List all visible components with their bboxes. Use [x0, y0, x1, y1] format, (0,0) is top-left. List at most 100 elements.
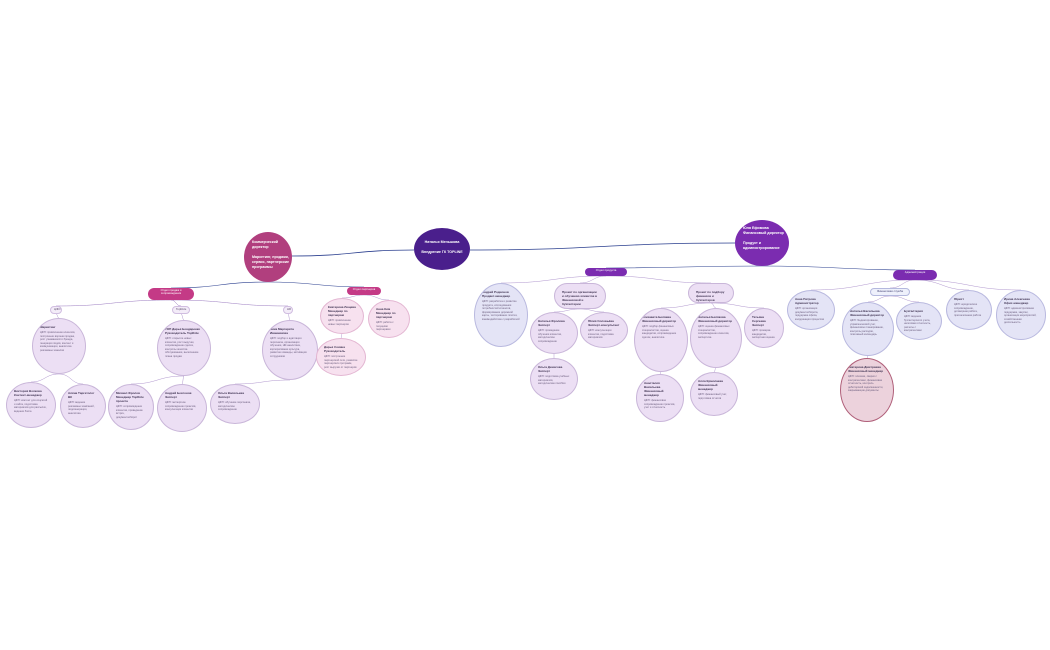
- connector-line: [55, 313, 60, 319]
- node-desc: ЦФП: финансовое сопровождение проектов, …: [644, 399, 676, 410]
- connector-line: [340, 333, 343, 339]
- node-title: Анастасия Васильева Финансовый менеджер: [644, 381, 664, 398]
- node-desc: ЦФП: платежи, сверки с контрагентами, фи…: [848, 375, 884, 393]
- connector-line: [30, 373, 60, 383]
- subgroup-finance[interactable]: Финансовая служба: [870, 288, 910, 296]
- node-title: Михаил Фролов Менеджер TopRole проекта: [116, 391, 144, 404]
- group-sales[interactable]: Отдел продаж и сопровождения: [148, 288, 194, 300]
- group-partners[interactable]: Отдел партнеров: [347, 287, 381, 295]
- node-desc: ЦФП: оценка финансовых специалистов, соп…: [698, 325, 730, 339]
- link-center-right: [469, 242, 736, 251]
- connector-line: [180, 313, 185, 321]
- connector-line: [130, 375, 185, 385]
- node-title: Юлия Соловьёва Эксперт-консультант: [588, 319, 620, 328]
- group-admin[interactable]: Администрация: [893, 270, 937, 280]
- group-sales-label: Отдел продаж и сопровождения: [160, 288, 182, 296]
- link-center-left: [291, 249, 415, 257]
- connector-line: [761, 265, 916, 271]
- subgroup-topline-label: TopRole: [176, 307, 187, 311]
- node-desc: ЦФП: проведение обучения клиентов, метод…: [538, 329, 562, 343]
- connector-line: [58, 373, 84, 385]
- node-title: Бухгалтерия: [904, 309, 923, 313]
- node-title: Наталья Белякова Финансовый директор: [698, 315, 733, 324]
- node-title: Алла Ермолаева Финансовый менеджер: [698, 379, 723, 392]
- node-title: Ольга Денисова Эксперт: [538, 365, 563, 374]
- node-desc: ЦФП: финансовый учет, подготовка отчетов: [698, 393, 727, 400]
- node-title: Екатерина Дмитриева Финансовый менеджер: [848, 365, 884, 374]
- node-desc: ЦФП: разработка и развитие продукта, исс…: [482, 300, 520, 321]
- connector-line: [713, 367, 717, 373]
- node-title: Ника Маргарита Иванникова: [270, 327, 294, 336]
- node-desc: ЦФП: организация документооборота, подде…: [795, 307, 824, 321]
- node-title: Елизавета Беляева Финансовый директор: [642, 315, 677, 324]
- node-title: Дарья Сокина Руководитель: [324, 345, 346, 354]
- subgroup-b2b[interactable]: ЦФО: [50, 306, 62, 314]
- left-main-topic[interactable]: Коммерческий директор Маркетинг, продажи…: [244, 232, 292, 282]
- node-title: Проект по организации и обучению клиенто…: [562, 290, 598, 307]
- connector-line: [659, 371, 662, 375]
- node-desc: ЦФП: ведение бухгалтерского учета, налог…: [904, 315, 932, 333]
- node-desc: ЦФП: бюджетирование, управленческий учет…: [850, 319, 884, 337]
- node-desc: ЦФП: работа с текущими партнерами: [376, 321, 394, 332]
- node-finance-project[interactable]: Проект по подбору финансов и бухгалтеров: [688, 283, 734, 303]
- subgroup-hr[interactable]: HR: [283, 306, 293, 314]
- node-desc: ЦФП: экспертное сопровождение проектов, …: [165, 401, 197, 412]
- group-product[interactable]: Отдел продукта: [585, 268, 627, 276]
- node-title: Андрей Родионов Продакт-менеджер: [482, 290, 511, 299]
- connector-line: [363, 294, 390, 301]
- right-main-topic[interactable]: Юля Ефимова Финансовый директор Продукт …: [735, 220, 789, 266]
- node-title: ТОП Дарья Бондаренко Руководитель TopRol…: [165, 327, 201, 336]
- connector-line: [287, 313, 291, 321]
- node-title: Юрист: [954, 297, 964, 301]
- node-title: Алёна Таргетолог ВК: [68, 391, 95, 400]
- connector-line: [810, 279, 916, 291]
- subgroup-b2b-label: ЦФО: [54, 307, 61, 311]
- center-topic[interactable]: Наталья Меньшова Внедрение ГК TOPLINE: [414, 228, 470, 270]
- connector-line: [710, 302, 765, 309]
- node-title: Андрей Бессонов Эксперт: [165, 391, 192, 400]
- right-main-subtitle: Продукт и администрирование: [743, 241, 780, 251]
- node-title: Наталья Васильева Финансовый директор: [850, 309, 885, 318]
- node-desc: ЦФП: подготовка учебных материалов, мето…: [538, 375, 570, 386]
- connector-line: [914, 279, 970, 291]
- node-desc: ЦФП: ведение рекламных кампаний, лидоген…: [68, 401, 95, 415]
- subgroup-topline[interactable]: TopRole: [172, 306, 190, 314]
- connector-line: [889, 295, 920, 303]
- node-title: Анна Петрова Администратор: [795, 297, 819, 306]
- right-main-title: Юля Ефимова Финансовый директор: [743, 226, 784, 236]
- left-main-title: Коммерческий директор: [252, 240, 279, 250]
- node-training-project[interactable]: Проект по организации и обучению клиенто…: [554, 283, 606, 309]
- subgroup-hr-label: HR: [287, 307, 292, 311]
- node-desc: ЦФП: привлечение новых партнеров: [328, 319, 351, 326]
- node-topline-head[interactable]: ТОП Дарья Бондаренко Руководитель TopRol…: [157, 320, 211, 376]
- left-main-subtitle: Маркетинг, продажи, сервис, партнерские …: [252, 255, 290, 270]
- node-desc: ЦФП: построение партнерской сети, развит…: [324, 355, 358, 369]
- node-title: Ирина Алексеева Офис-менеджер: [1004, 297, 1030, 306]
